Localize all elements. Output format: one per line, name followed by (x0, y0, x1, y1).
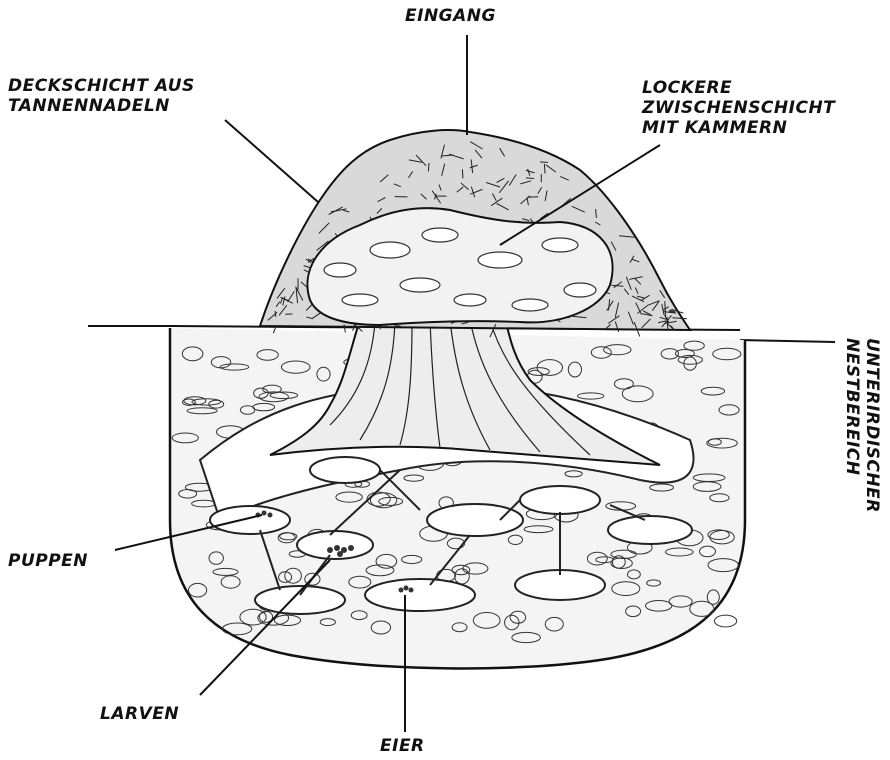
label-larvae-text: LARVEN (100, 704, 179, 724)
label-pupae-text: PUPPEN (8, 551, 88, 571)
label-loose-line2: ZWISCHENSCHICHT (642, 98, 835, 118)
pine-needle (544, 164, 545, 174)
leader-cover (225, 120, 318, 202)
pine-needle (665, 301, 666, 316)
label-cover-line1: DECKSCHICHT AUS (8, 76, 195, 96)
label-cover-line2: TANNENNADELN (8, 96, 195, 116)
soil-pebble (715, 615, 737, 627)
label-cover-layer: DECKSCHICHT AUS TANNENNADELN (8, 76, 195, 116)
label-underground-area: UNTERIRDISCHER NESTBEREICH (842, 338, 882, 513)
label-underground-line1: UNTERIRDISCHER (862, 338, 882, 513)
label-larvae: LARVEN (100, 704, 179, 724)
label-entrance: EINGANG (405, 6, 496, 26)
label-loose-line1: LOCKERE (642, 78, 835, 98)
label-loose-layer: LOCKERE ZWISCHENSCHICHT MIT KAMMERN (642, 78, 835, 138)
label-underground-line2: NESTBEREICH (842, 338, 862, 513)
label-eggs-text: EIER (380, 736, 425, 756)
pine-needle (462, 169, 463, 178)
pine-needle (428, 163, 429, 171)
label-eggs: EIER (380, 736, 425, 756)
pine-needle (526, 178, 534, 179)
pine-needle (528, 197, 539, 198)
label-entrance-text: EINGANG (405, 6, 496, 26)
label-loose-line3: MIT KAMMERN (642, 118, 835, 138)
label-pupae: PUPPEN (8, 551, 88, 571)
